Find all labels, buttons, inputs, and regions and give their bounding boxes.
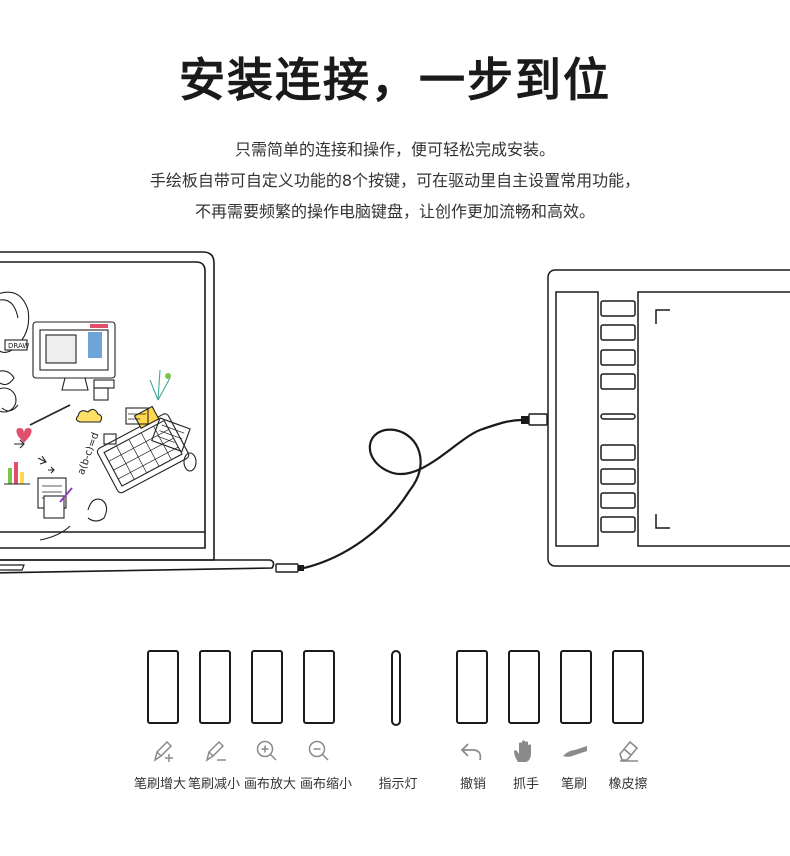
screen-artwork: DRAW	[0, 291, 197, 541]
key-brush-minus[interactable]	[199, 650, 231, 724]
key-zoom-in[interactable]	[251, 650, 283, 724]
key-label: 橡皮擦	[608, 777, 648, 792]
key-legend: 笔刷增大 笔刷减小 画布放大 画布缩小 指示灯 撤销 抓手 笔刷 橡皮擦	[0, 650, 790, 850]
key-eraser[interactable]	[612, 650, 644, 724]
indicator-light	[391, 650, 401, 726]
brush-plus-icon	[153, 740, 173, 762]
brush-icon	[563, 746, 587, 757]
key-label: 笔刷增大	[133, 777, 187, 792]
hand-icon	[514, 740, 531, 762]
key-label: 抓手	[512, 777, 540, 792]
brush-minus-icon	[205, 740, 226, 762]
description-line-1: 只需简单的连接和操作，便可轻松完成安装。	[234, 140, 555, 159]
usb-cable	[275, 413, 548, 573]
description: 只需简单的连接和操作，便可轻松完成安装。 手绘板自带可自定义功能的8个按键，可在…	[0, 134, 790, 227]
zoom-in-icon	[256, 740, 277, 761]
connection-illustration: DRAW	[0, 251, 790, 574]
drawing-tablet	[547, 269, 790, 567]
eraser-icon	[619, 740, 639, 762]
key-label: 画布放大	[243, 777, 297, 792]
key-label: 撤销	[459, 777, 487, 792]
key-zoom-out[interactable]	[303, 650, 335, 724]
page-title: 安装连接，一步到位	[179, 53, 611, 107]
laptop	[0, 251, 275, 574]
key-brush-plus[interactable]	[147, 650, 179, 724]
key-hand[interactable]	[508, 650, 540, 724]
description-line-3: 不再需要频繁的操作电脑键盘，让创作更加流畅和高效。	[194, 202, 595, 221]
zoom-out-icon	[308, 740, 329, 761]
key-undo[interactable]	[456, 650, 488, 724]
key-label: 画布缩小	[299, 777, 353, 792]
description-line-2: 手绘板自带可自定义功能的8个按键，可在驱动里自主设置常用功能，	[149, 171, 641, 190]
undo-icon	[460, 743, 482, 761]
key-label: 笔刷	[560, 777, 588, 792]
key-brush[interactable]	[560, 650, 592, 724]
key-label: 指示灯	[378, 777, 418, 792]
draw-sticker-text: DRAW	[8, 342, 29, 350]
key-label: 笔刷减小	[187, 777, 241, 792]
